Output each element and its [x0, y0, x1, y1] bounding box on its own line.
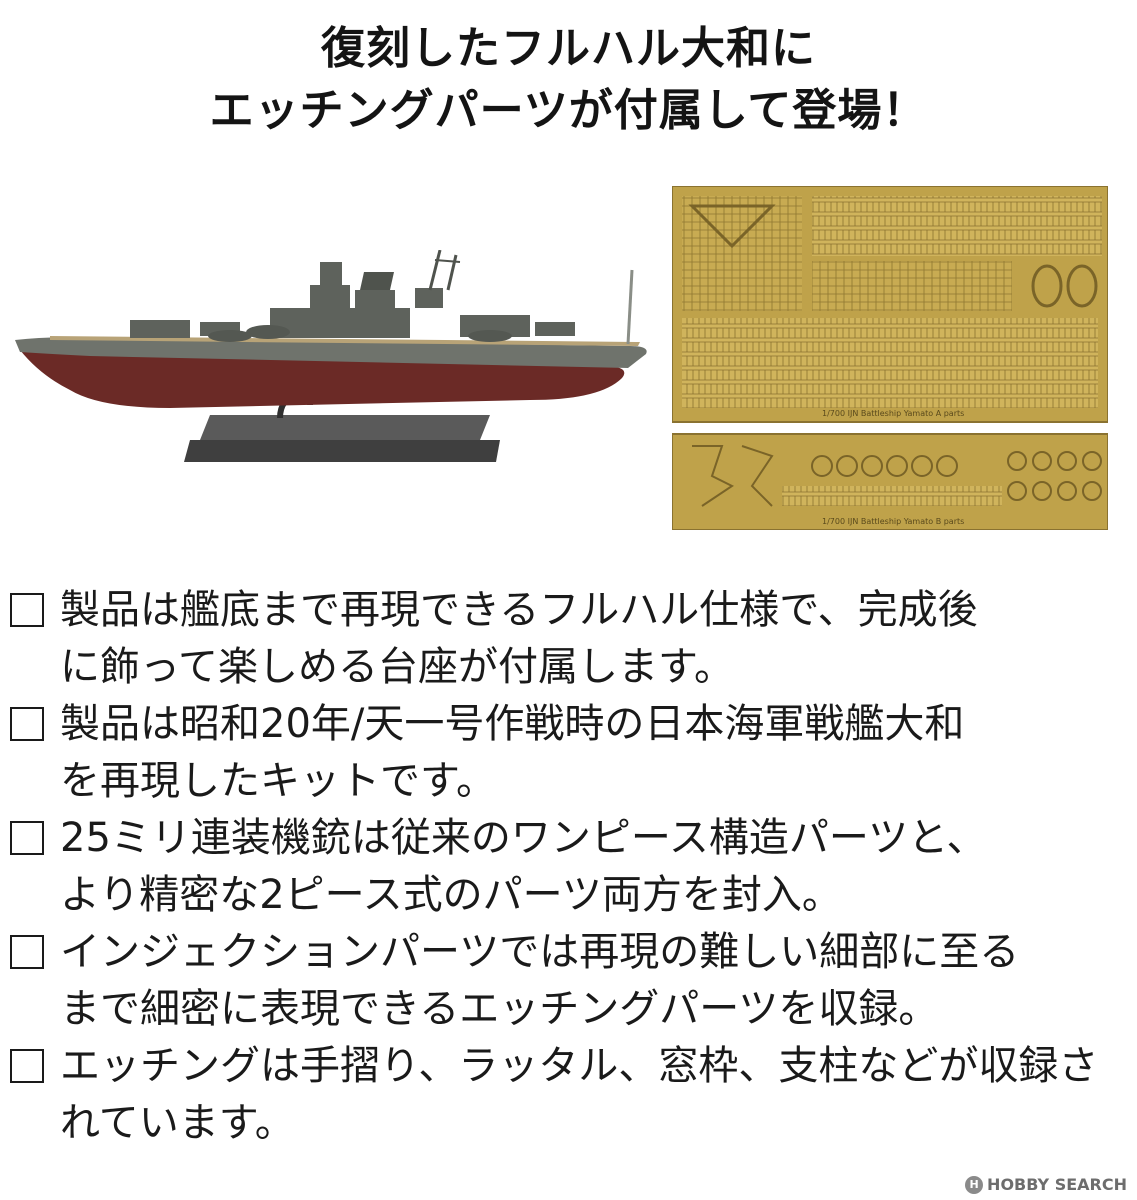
hobby-search-logo-icon: H [965, 1175, 984, 1194]
turrets [208, 325, 512, 342]
watermark: H HOBBY SEARCH [965, 1175, 1127, 1194]
etch-sheet-b-caption: 1/700 IJN Battleship Yamato B parts [822, 517, 964, 526]
etching-parts-photo: 1/700 IJN Battleship Yamato A parts 1/70… [672, 186, 1108, 530]
feature-list: 製品は艦底まで再現できるフルハル仕様で、完成後 に飾って楽しめる台座が付属します… [6, 582, 1126, 1152]
headline: 復刻したフルハル大和に エッチングパーツが付属して登場！ [0, 18, 1137, 142]
headline-line-2: エッチングパーツが付属して登場！ [209, 85, 928, 136]
feature-item: 25ミリ連装機銃は従来のワンピース構造パーツと、 より精密な2ピース式のパーツ両… [6, 810, 1126, 924]
etch-sheet-a-caption: 1/700 IJN Battleship Yamato A parts [822, 409, 964, 418]
feature-item: エッチングは手摺り、ラッタル、窓枠、支柱などが収録さ れています。 [6, 1038, 1126, 1152]
feature-item: 製品は昭和20年/天一号作戦時の日本海軍戦艦大和 を再現したキットです。 [6, 696, 1126, 810]
etch-sheet-b [672, 433, 1108, 530]
feature-item: 製品は艦底まで再現できるフルハル仕様で、完成後 に飾って楽しめる台座が付属します… [6, 582, 1126, 696]
checkbox-icon [10, 707, 44, 741]
checkbox-icon [10, 935, 44, 969]
checkbox-icon [10, 1049, 44, 1083]
superstructure [130, 250, 575, 338]
headline-line-1: 復刻したフルハル大和に [321, 23, 816, 74]
hull-upper [15, 337, 647, 368]
checkbox-icon [10, 821, 44, 855]
ship-model-photo [15, 250, 647, 462]
watermark-text: HOBBY SEARCH [987, 1175, 1127, 1194]
feature-item: インジェクションパーツでは再現の難しい細部に至る まで細密に表現できるエッチング… [6, 924, 1126, 1038]
deck [50, 336, 640, 346]
checkbox-icon [10, 593, 44, 627]
etch-sheet-b-parts [692, 445, 1102, 507]
